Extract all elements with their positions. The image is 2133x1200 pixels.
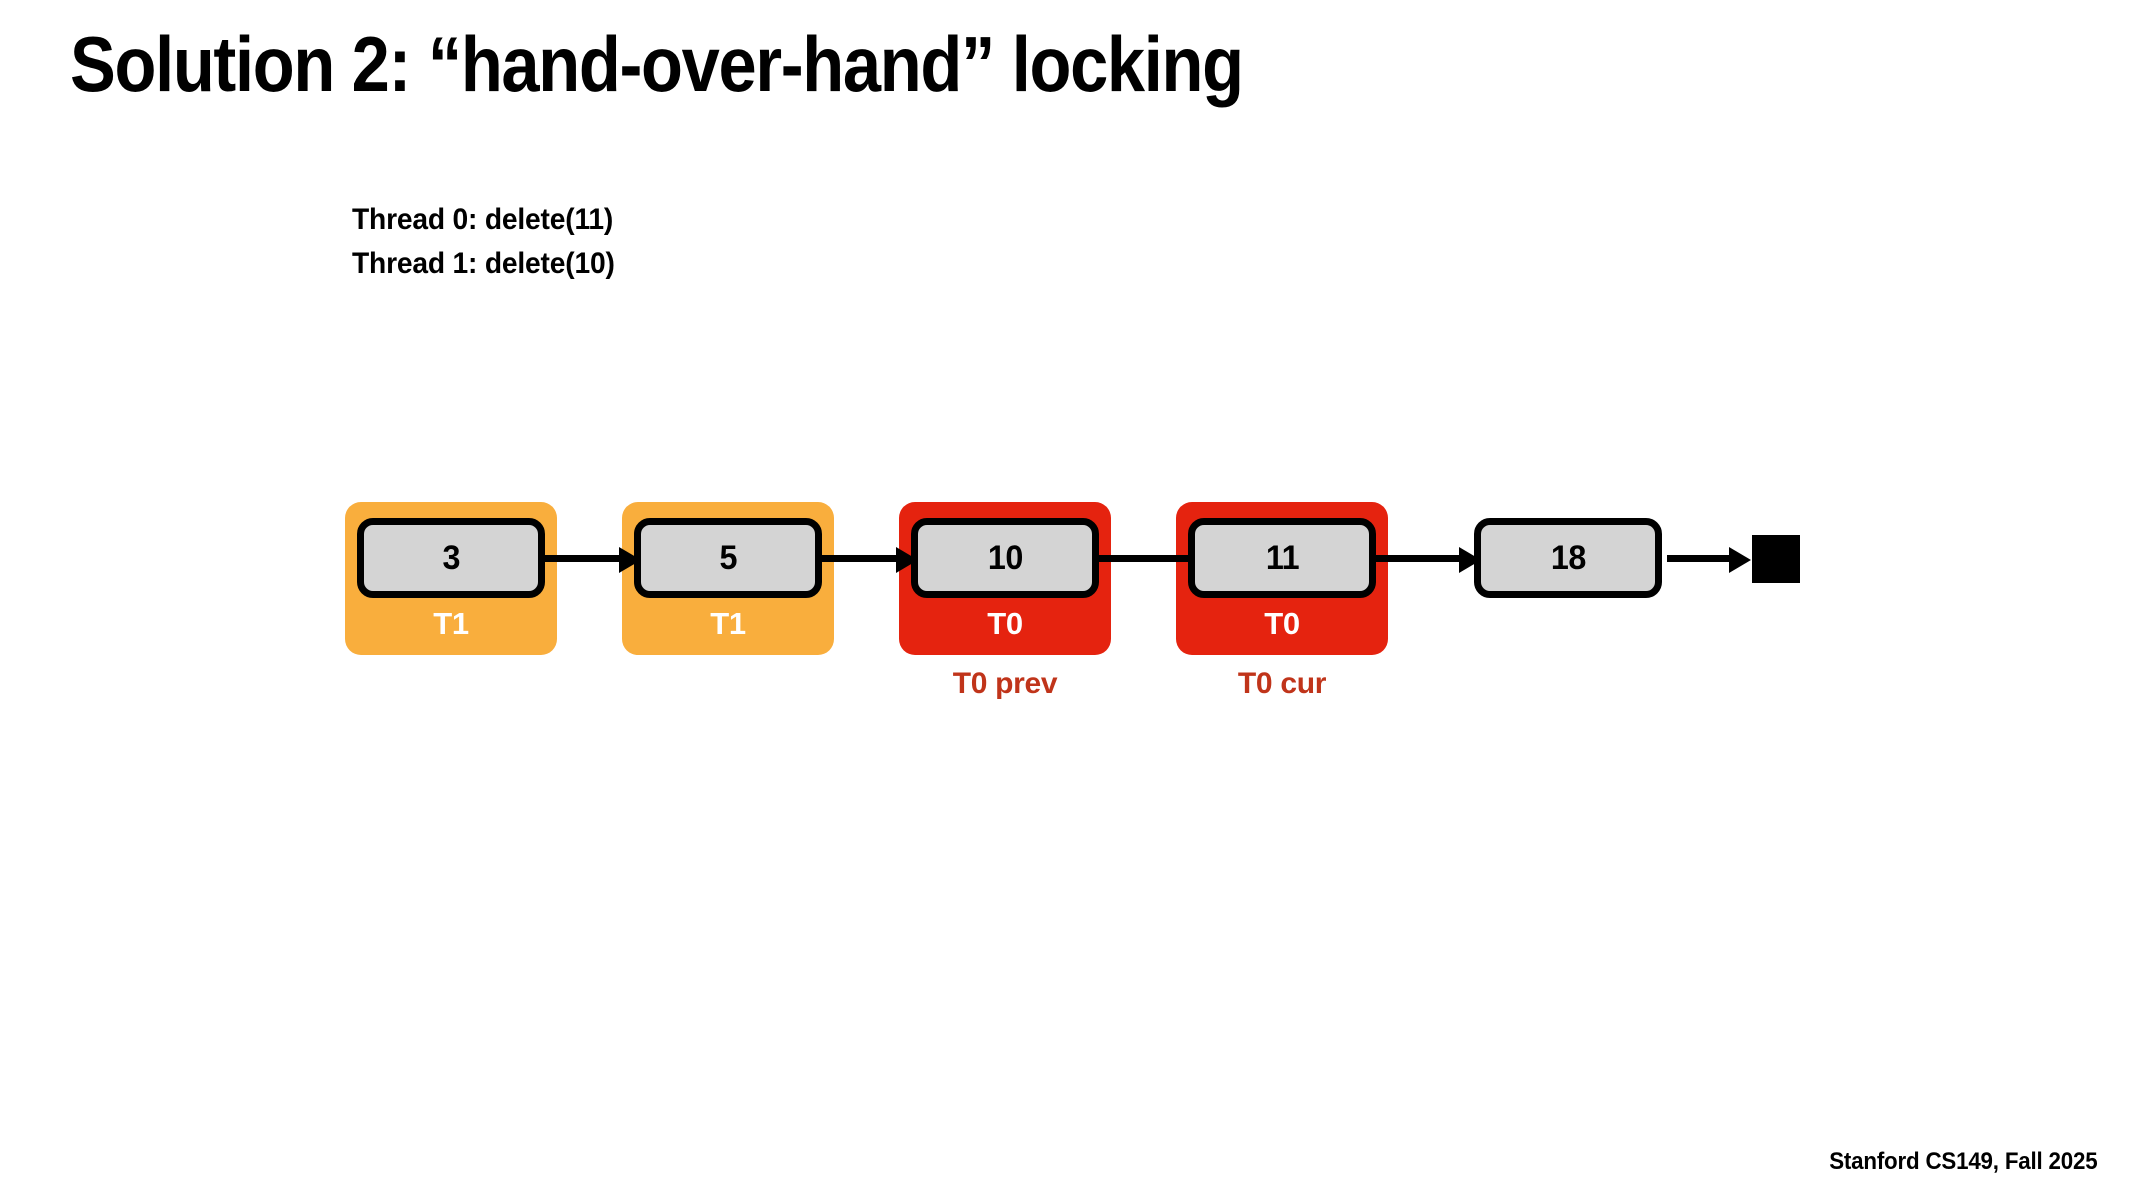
arrow-head-icon bbox=[1459, 547, 1481, 573]
lock-owner-label: T1 bbox=[710, 606, 746, 641]
node-value: 18 bbox=[1550, 538, 1586, 577]
arrow-18-to-null bbox=[1667, 547, 1763, 573]
arrow-shaft bbox=[545, 555, 621, 562]
arrow-10-to-11 bbox=[1099, 552, 1195, 564]
node-cell: 5 bbox=[634, 518, 822, 598]
arrow-shaft bbox=[1667, 555, 1739, 562]
lock-owner-label: T0 bbox=[987, 606, 1023, 641]
arrow-shaft bbox=[1376, 555, 1461, 562]
page-title: Solution 2: “hand-over-hand” locking bbox=[70, 20, 1244, 108]
arrow-shaft bbox=[1099, 555, 1195, 562]
pointer-caption-prev: T0 prev bbox=[952, 667, 1058, 700]
node-cell: 3 bbox=[357, 518, 545, 598]
node-value: 3 bbox=[442, 538, 460, 577]
node-cell: 11 bbox=[1188, 518, 1376, 598]
arrow-11-to-18 bbox=[1376, 547, 1481, 573]
arrow-head-icon bbox=[896, 547, 918, 573]
node-cell: 10 bbox=[911, 518, 1099, 598]
slide-footer: Stanford CS149, Fall 2025 bbox=[1828, 1148, 2097, 1175]
arrow-3-to-5 bbox=[545, 547, 641, 573]
node-cell: 18 bbox=[1474, 518, 1662, 598]
thread-legend-line-1: Thread 1: delete(10) bbox=[352, 246, 615, 280]
node-value: 11 bbox=[1265, 538, 1299, 577]
null-terminator-icon bbox=[1752, 535, 1800, 583]
arrow-shaft bbox=[822, 555, 898, 562]
pointer-caption-cur: T0 cur bbox=[1237, 667, 1327, 700]
thread-legend: Thread 0: delete(11) Thread 1: delete(10… bbox=[352, 198, 631, 285]
lock-owner-label: T0 bbox=[1264, 606, 1300, 641]
lock-owner-label: T1 bbox=[433, 606, 469, 641]
node-value: 5 bbox=[719, 538, 737, 577]
node-value: 10 bbox=[987, 538, 1023, 577]
arrow-head-icon bbox=[619, 547, 641, 573]
arrow-5-to-10 bbox=[822, 547, 918, 573]
thread-legend-line-0: Thread 0: delete(11) bbox=[352, 203, 614, 236]
arrow-head-icon bbox=[1729, 547, 1751, 573]
